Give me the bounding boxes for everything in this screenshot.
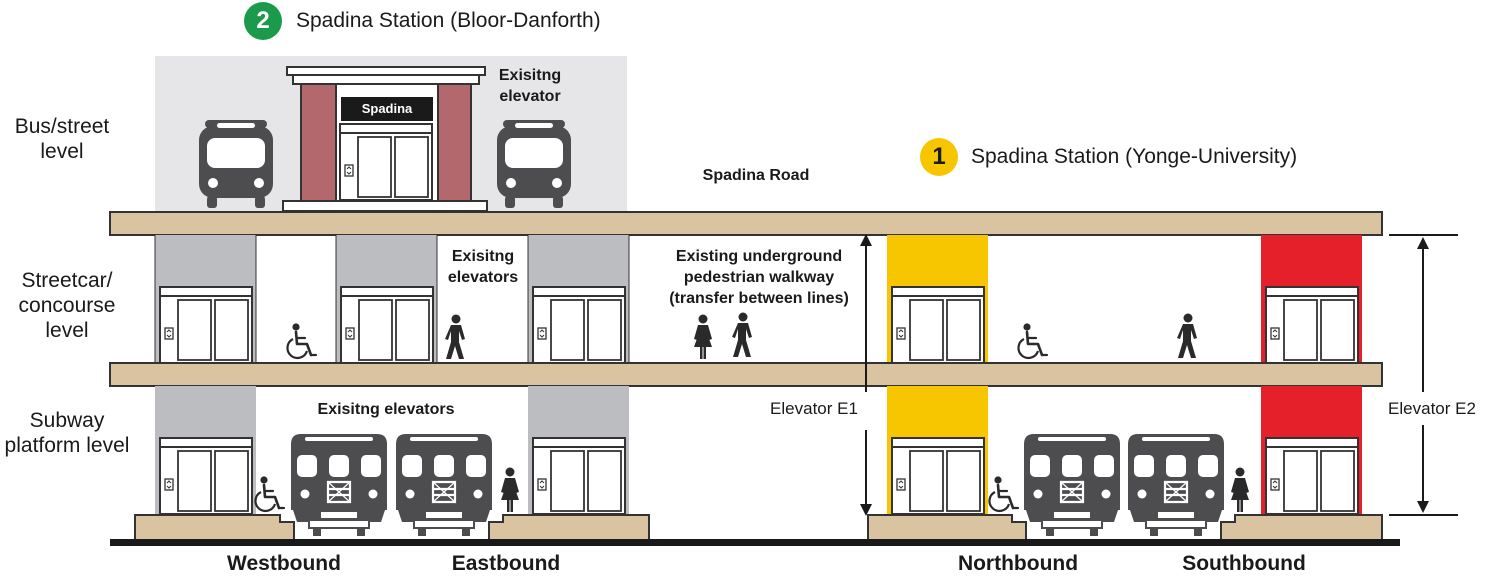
woman-icon	[694, 314, 712, 359]
badge-line-1	[920, 138, 958, 176]
wheelchair-icon	[254, 475, 286, 513]
subway-train-icon	[394, 432, 494, 538]
woman-icon	[501, 467, 519, 512]
elevator-door-icon	[1265, 286, 1359, 364]
building-sign: Spadina	[361, 101, 413, 116]
man-icon	[1177, 313, 1197, 358]
direction-northbound: Northbound	[957, 552, 1079, 575]
direction-westbound: Westbound	[227, 552, 341, 575]
elevator-door-icon	[340, 286, 434, 364]
bus-icon	[497, 120, 571, 208]
elevator-door-icon	[159, 437, 253, 515]
direction-southbound: Southbound	[1182, 552, 1306, 575]
platform-east	[488, 514, 650, 541]
elevator-e1-arrow	[860, 234, 872, 516]
level-label-subway: Subway platform level	[4, 409, 130, 457]
woman-icon	[1231, 467, 1249, 512]
subway-train-icon	[289, 432, 389, 538]
label-walkway: Existing underground pedestrian walkway …	[669, 248, 849, 307]
wheelchair-icon	[1017, 322, 1049, 360]
subway-train-icon	[1126, 432, 1226, 538]
level-label-streetcar: Streetcar/ concourse level	[18, 269, 116, 342]
label-elevator-e1: Elevator E1	[770, 399, 858, 418]
subway-train-icon	[1022, 432, 1122, 538]
label-existing-elevator-street: Exisitng elevator	[498, 67, 562, 105]
elevator-door-icon	[1265, 437, 1359, 515]
label-elevator-e2: Elevator E2	[1388, 399, 1476, 418]
label-existing-elevators-platform: Exisitng elevators	[317, 401, 455, 418]
street-slab	[109, 211, 1383, 236]
platform-north	[867, 514, 1027, 541]
platform-south	[1220, 514, 1383, 541]
wheelchair-icon	[988, 475, 1020, 513]
spadina-station-building	[282, 66, 488, 212]
elevator-door-icon	[891, 286, 985, 364]
track-bed	[110, 539, 1400, 546]
badge-1-number: 1	[932, 143, 946, 170]
man-icon	[732, 312, 752, 357]
direction-eastbound: Eastbound	[451, 552, 561, 575]
elevator-door-icon	[532, 437, 626, 515]
level-label-bus: Bus/street level	[14, 115, 110, 163]
elevator-e2-arrow	[1389, 234, 1458, 516]
label-spadina-road: Spadina Road	[702, 167, 810, 184]
station-title-yonge: Spadina Station (Yonge-University)	[971, 145, 1298, 168]
label-existing-elevators-concourse: Exisitng elevators	[447, 248, 519, 286]
platform-west	[134, 514, 295, 541]
wheelchair-icon	[286, 322, 318, 360]
station-title-bloor: Spadina Station (Bloor-Danforth)	[296, 9, 601, 32]
concourse-slab	[109, 362, 1383, 387]
elevator-door-icon	[891, 437, 985, 515]
elevator-door-icon	[532, 286, 626, 364]
elevator-door-icon	[159, 286, 253, 364]
badge-2-number: 2	[256, 7, 270, 34]
badge-line-2	[244, 2, 282, 40]
bus-icon	[199, 120, 273, 208]
man-icon	[445, 314, 465, 359]
